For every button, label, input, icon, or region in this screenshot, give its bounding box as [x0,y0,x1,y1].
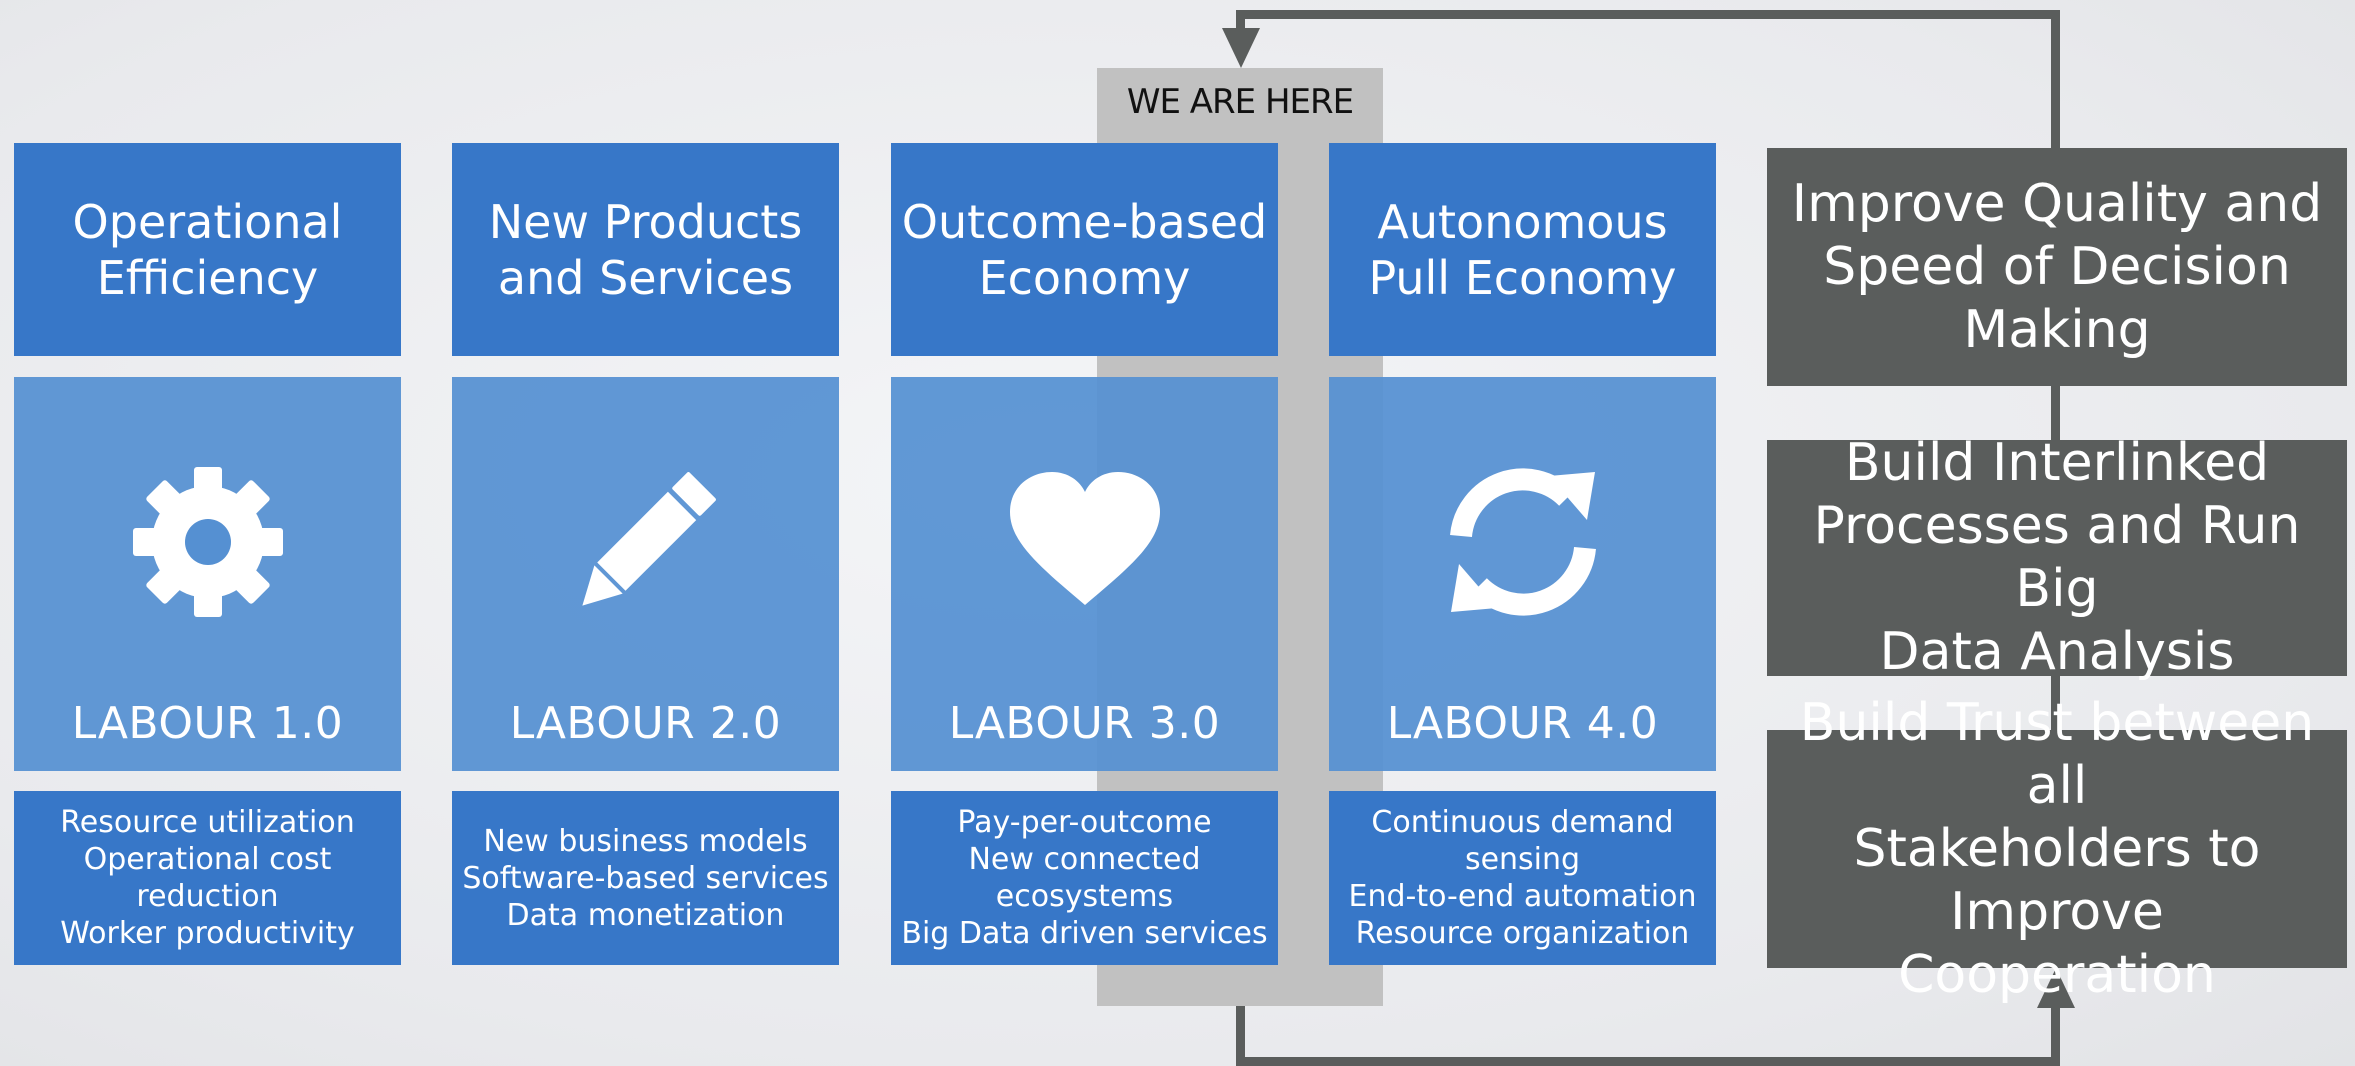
loop-bottom-up-line [2051,1000,2060,1066]
heart-icon [891,457,1278,627]
refresh-icon [1329,457,1716,627]
loop-bottom-horizontal-line [1236,1057,2060,1066]
pencil-icon [452,457,839,627]
stage-4-point: End-to-end automation [1348,879,1697,914]
loop-bottom-down-line [1236,1006,1245,1066]
goal-decision-making: Improve Quality and Speed of Decision Ma… [1767,148,2347,386]
stage-2-label: LABOUR 2.0 [509,698,782,749]
stage-2-points: New business models Software-based servi… [452,791,839,965]
stage-1-title: Operational Efficiency [14,143,401,356]
stage-1-point: Operational cost reduction [83,842,332,914]
loop-top-horizontal-line [1236,10,2060,19]
stage-3-point: Big Data driven services [901,916,1268,951]
goal-connector-1 [2051,386,2060,440]
stage-3-points: Pay-per-outcome New connected ecosystems… [891,791,1278,965]
gear-icon [14,457,401,627]
stage-1-label: LABOUR 1.0 [71,698,344,749]
stage-3-point: New connected ecosystems [968,842,1201,914]
loop-top-vertical-line [2051,10,2060,148]
stage-1-panel: LABOUR 1.0 [14,377,401,771]
stage-3-point: Pay-per-outcome [957,805,1212,840]
goal-connector-2 [2051,676,2060,730]
loop-top-down-line [1236,10,1245,30]
arrow-up-icon [2037,968,2075,1008]
stage-4-points: Continuous demand sensing End-to-end aut… [1329,791,1716,965]
stage-3-panel: LABOUR 3.0 [891,377,1278,771]
goal-big-data-analysis: Build Interlinked Processes and Run Big … [1767,433,2347,682]
stage-1-point: Worker productivity [60,916,355,951]
stage-4-label: LABOUR 4.0 [1386,698,1659,749]
stage-3-label: LABOUR 3.0 [948,698,1221,749]
stage-3-title: Outcome-based Economy [891,143,1278,356]
stage-2-point: New business models [483,823,808,859]
stage-4-panel: LABOUR 4.0 [1329,377,1716,771]
stage-4-point: Resource organization [1355,916,1690,951]
stage-2-panel: LABOUR 2.0 [452,377,839,771]
stage-1-point: Resource utilization [60,805,355,840]
stage-2-point: Software-based services [462,860,829,896]
stage-4-point: Continuous demand sensing [1371,805,1674,877]
we-are-here-label: WE ARE HERE [1126,82,1354,122]
goal-stakeholder-trust: Build Trust between all Stakeholders to … [1767,693,2347,1005]
stage-1-points: Resource utilization Operational cost re… [14,791,401,965]
stage-2-title: New Products and Services [452,143,839,356]
stage-4-title: Autonomous Pull Economy [1329,143,1716,356]
stage-2-point: Data monetization [506,897,785,933]
arrow-down-icon [1222,28,1260,68]
